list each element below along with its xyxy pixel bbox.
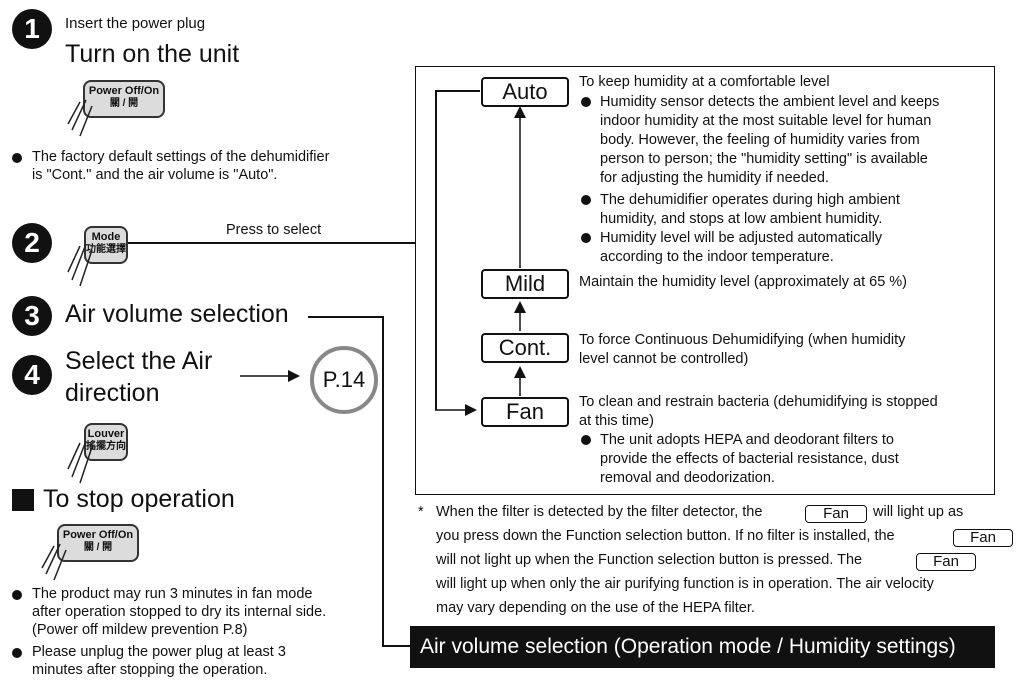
arrow-right-icon (240, 370, 300, 382)
power-button-label-cn: 關 / 開 (83, 542, 113, 553)
auto-bullet-1-line2: indoor humidity at the most suitable lev… (600, 113, 932, 129)
auto-bullet-1-line3: body. However, the feeling of humidity v… (600, 132, 920, 148)
step-1-note-line1: The factory default settings of the dehu… (32, 149, 330, 165)
fan-bullet-line1: The unit adopts HEPA and deodorant filte… (600, 432, 894, 448)
fan-bullet-line2: provide the effects of bacterial resista… (600, 451, 899, 467)
power-button-label: Power Off/On (88, 85, 160, 97)
mode-button-label: Mode (91, 231, 121, 243)
stop-note-2-line1: Please unplug the power plug at least 3 (32, 644, 286, 660)
cont-desc-line2: level cannot be controlled) (579, 351, 749, 367)
power-button[interactable]: Power Off/On 關 / 開 (83, 80, 165, 118)
bullet-dot (581, 233, 591, 243)
square-bullet-icon (12, 489, 34, 511)
step-4-title-line2: direction (65, 379, 160, 407)
step-4-title-line1: Select the Air (65, 347, 213, 375)
connector-line (382, 316, 384, 646)
mode-auto-box: Auto (481, 77, 569, 107)
step-1-badge: 1 (12, 9, 52, 49)
section-banner: Air volume selection (Operation mode / H… (410, 626, 995, 668)
power-button[interactable]: Power Off/On 關 / 開 (57, 524, 139, 562)
step-1-title: Turn on the unit (65, 40, 240, 68)
power-button-label: Power Off/On (62, 529, 134, 541)
stop-note-1-line1: The product may run 3 minutes in fan mod… (32, 586, 313, 602)
fan-desc-line1: To clean and restrain bacteria (dehumidi… (579, 394, 938, 410)
fan-label-box: Fan (916, 553, 976, 571)
step-1-note-line2: is "Cont." and the air volume is "Auto". (32, 167, 278, 183)
stop-note-2-line2: minutes after stopping the operation. (32, 662, 268, 678)
auto-bullet-2-line2: humidity, and stops at low ambient humid… (600, 211, 883, 227)
step-1-instruction: Insert the power plug (65, 15, 206, 32)
bullet-dot (12, 648, 22, 658)
mode-panel (415, 66, 995, 495)
auto-bullet-1-line1: Humidity sensor detects the ambient leve… (600, 94, 940, 110)
connector-line (128, 242, 415, 244)
note-line1a: When the filter is detected by the filte… (436, 504, 763, 520)
bullet-dot (581, 97, 591, 107)
louver-button[interactable]: Louver 搖擺方向 (84, 423, 128, 461)
arrow-up-icon (514, 366, 526, 396)
fan-desc-line2: at this time) (579, 413, 654, 429)
mode-cont-box: Cont. (481, 333, 569, 363)
note-asterisk: * (418, 504, 424, 520)
cycle-line (435, 90, 480, 92)
cycle-line (435, 90, 437, 410)
mode-button-label-cn: 功能選擇 (86, 244, 126, 255)
power-button-label-cn: 關 / 開 (109, 98, 139, 109)
mode-button[interactable]: Mode 功能選擇 (84, 226, 128, 264)
page-ref-badge: P.14 (310, 346, 378, 414)
note-line4: will light up when only the air purifyin… (436, 576, 934, 592)
fan-bullet-line3: removal and deodorization. (600, 470, 775, 486)
auto-bullet-2-line1: The dehumidifier operates during high am… (600, 192, 900, 208)
stop-note-1-line2: after operation stopped to dry its inter… (32, 604, 327, 620)
cont-desc-line1: To force Continuous Dehumidifying (when … (579, 332, 906, 348)
hand-press-icon (67, 440, 93, 484)
bullet-dot (12, 590, 22, 600)
auto-bullet-3-line2: according to the indoor temperature. (600, 249, 834, 265)
bullet-dot (12, 153, 22, 163)
step-3-badge: 3 (12, 296, 52, 336)
note-line1b: will light up as (873, 504, 964, 520)
arrow-up-icon (514, 301, 526, 331)
stop-title: To stop operation (43, 485, 235, 513)
auto-bullet-3-line1: Humidity level will be adjusted automati… (600, 230, 883, 246)
hand-press-icon (67, 99, 93, 137)
louver-button-label: Louver (87, 428, 125, 440)
arrow-right-icon (435, 404, 477, 416)
auto-intro: To keep humidity at a comfortable level (579, 74, 830, 90)
auto-bullet-1-line5: for adjusting the humidity if needed. (600, 170, 829, 186)
note-line5: may vary depending on the use of the HEP… (436, 600, 755, 616)
mild-desc: Maintain the humidity level (approximate… (579, 274, 908, 290)
louver-button-label-cn: 搖擺方向 (86, 441, 126, 452)
note-line2a: you press down the Function selection bu… (436, 528, 895, 544)
mode-fan-box: Fan (481, 397, 569, 427)
hand-press-icon (67, 243, 93, 287)
arrow-up-icon (514, 106, 526, 268)
bullet-dot (581, 195, 591, 205)
fan-label-box: Fan (805, 505, 867, 523)
note-line3a: will not light up when the Function sele… (436, 552, 863, 568)
auto-bullet-1-line4: person to person; the "humidity setting"… (600, 151, 928, 167)
mode-mild-box: Mild (481, 269, 569, 299)
stop-note-1-line3: (Power off mildew prevention P.8) (32, 622, 248, 638)
step-2-badge: 2 (12, 223, 52, 263)
fan-label-box: Fan (953, 529, 1013, 547)
bullet-dot (581, 435, 591, 445)
connector-line (382, 645, 412, 647)
connector-line (308, 316, 383, 318)
press-to-select-label: Press to select (226, 222, 322, 238)
step-4-badge: 4 (12, 355, 52, 395)
hand-press-icon (41, 543, 67, 581)
step-3-title: Air volume selection (65, 300, 289, 328)
